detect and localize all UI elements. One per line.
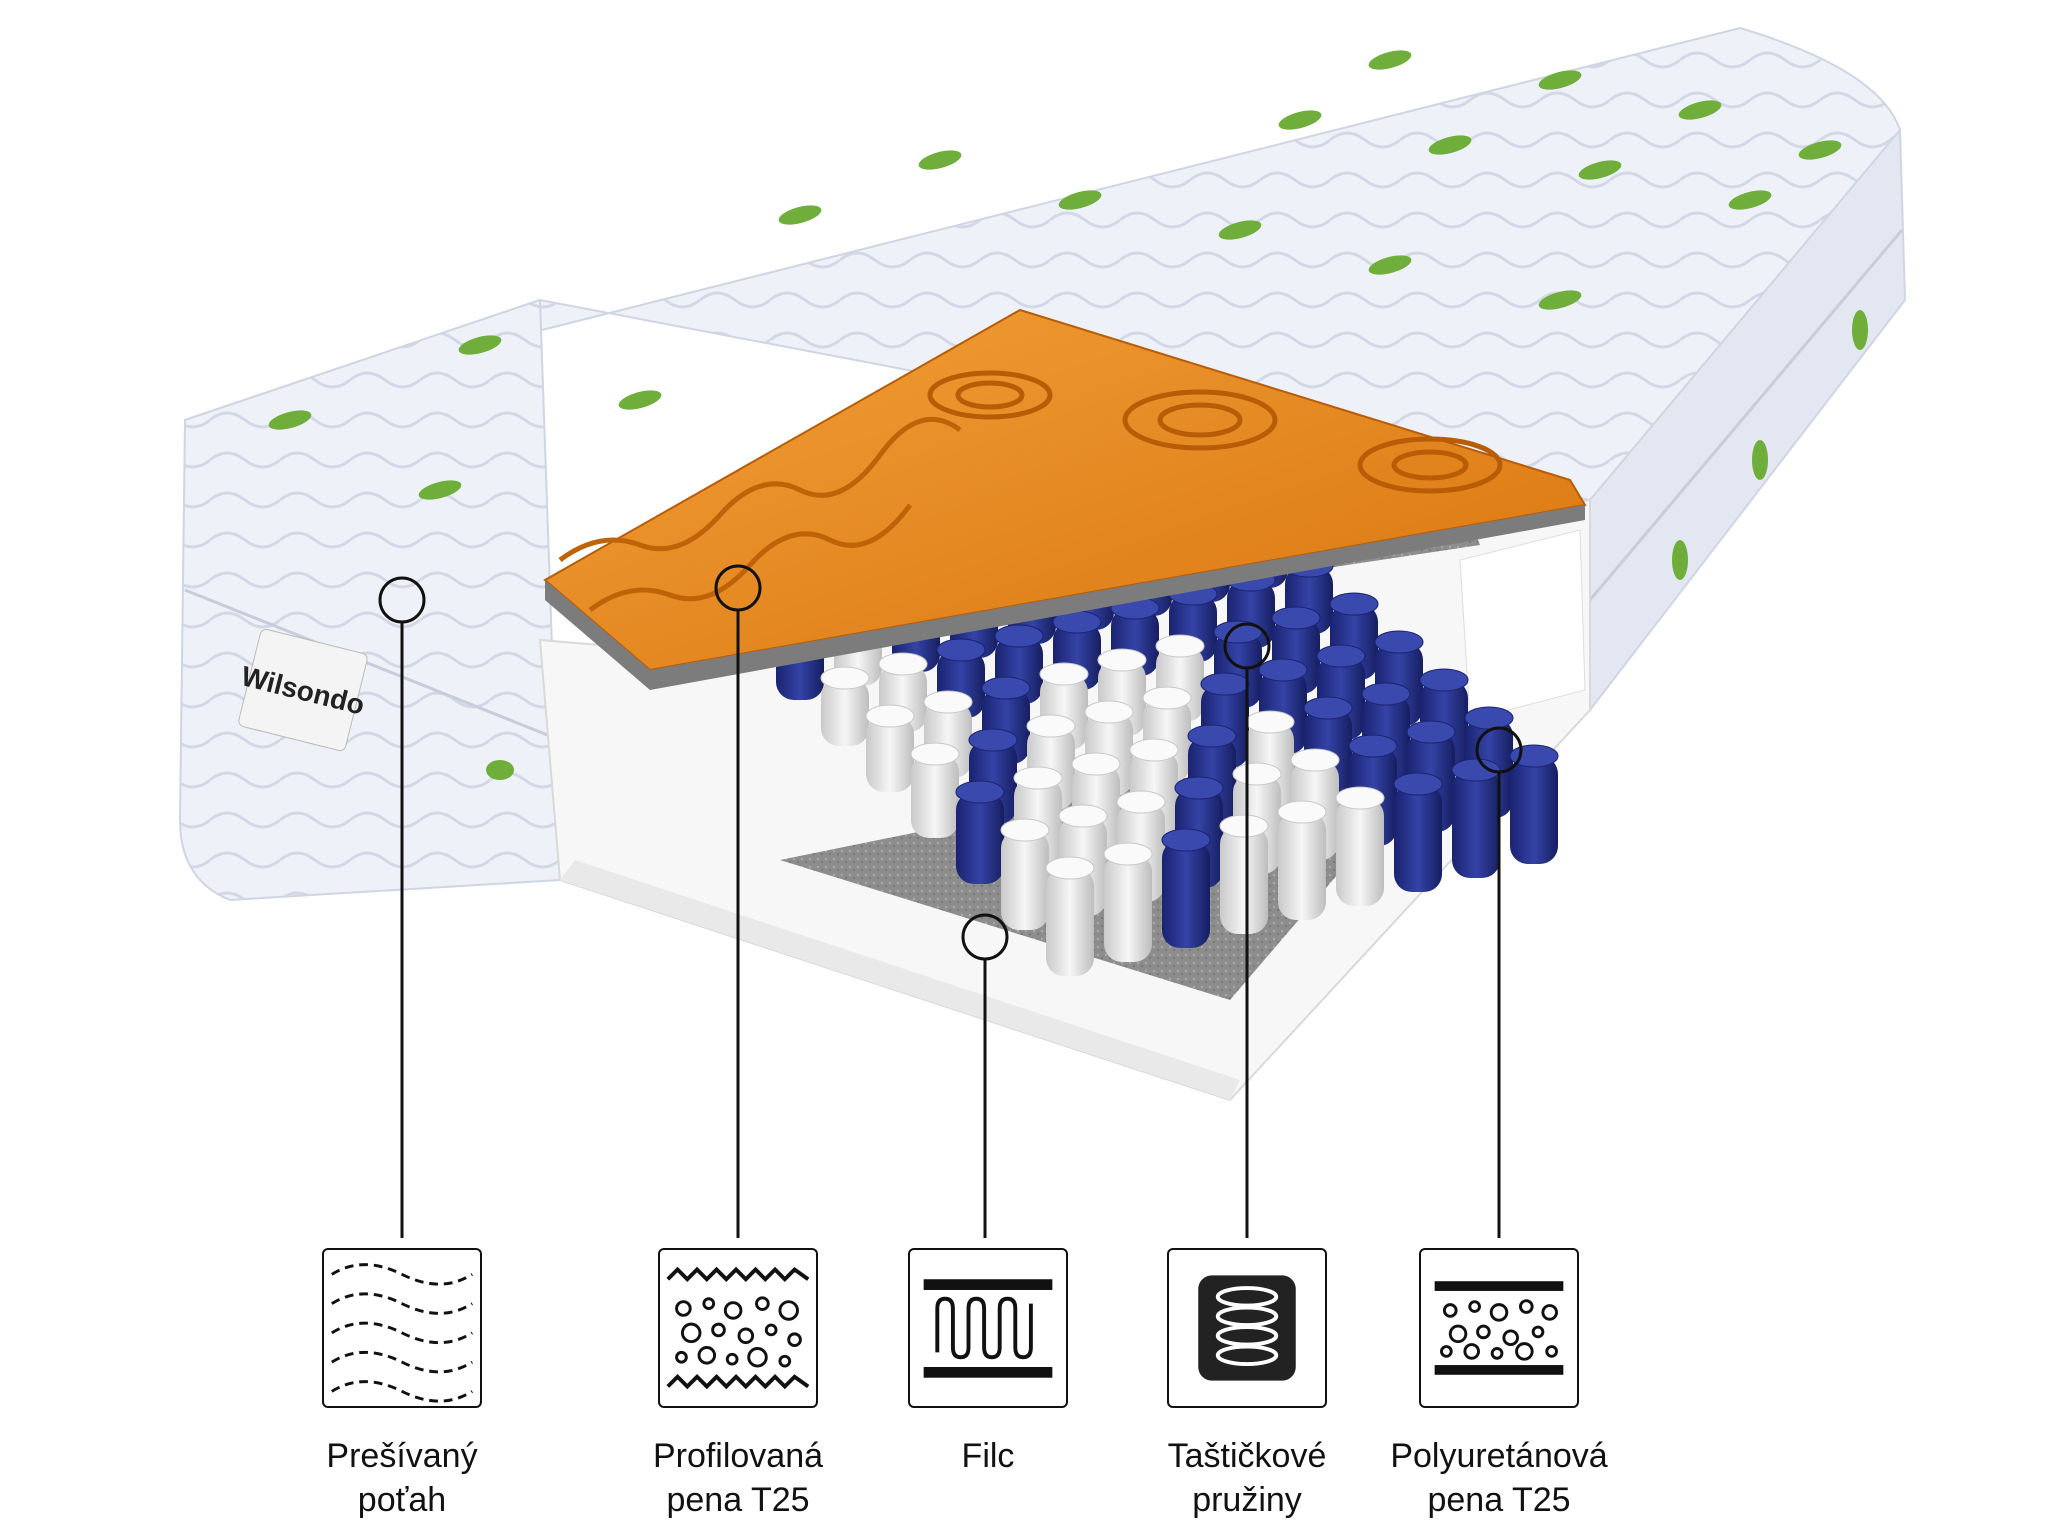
spring-pocket	[1510, 756, 1558, 864]
spring-pocket-top	[955, 780, 1005, 804]
spring-pocket-top	[1258, 658, 1308, 682]
spring-pocket-top	[878, 652, 928, 676]
spring-pocket	[1336, 798, 1384, 906]
spring-pocket-top	[1000, 818, 1050, 842]
label-cover: Prešívaný poťah	[262, 1434, 542, 1522]
spring-pocket	[1452, 770, 1500, 878]
label-pocket-springs-line1: Taštičkové	[1167, 1437, 1327, 1475]
spring-pocket-top	[1174, 776, 1224, 800]
label-profiled-foam-line2: pena T25	[666, 1481, 810, 1519]
label-felt: Filc	[848, 1434, 1128, 1478]
spring-pocket	[911, 754, 959, 838]
spring-pocket	[956, 792, 1004, 884]
spring-pocket-top	[1013, 766, 1063, 790]
spring-pocket-top	[1103, 842, 1153, 866]
spring-pocket-top	[1116, 790, 1166, 814]
spring-pocket-top	[1271, 606, 1321, 630]
spring-pocket	[1394, 784, 1442, 892]
label-cover-line2: poťah	[357, 1481, 447, 1519]
profiled-foam-layer	[543, 308, 1587, 690]
spring-pocket-top	[1187, 724, 1237, 748]
spring-pocket-top	[1464, 706, 1514, 730]
spring-pocket-top	[1393, 772, 1443, 796]
spring-pocket-top	[1335, 786, 1385, 810]
spring-pocket-top	[1039, 662, 1089, 686]
label-profiled-foam: Profilovaná pena T25	[598, 1434, 878, 1522]
spring-pocket-top	[1129, 738, 1179, 762]
spring-pocket-top	[1200, 672, 1250, 696]
spring-pocket-top	[1406, 720, 1456, 744]
profiled-foam-icon	[658, 1248, 818, 1408]
spring-pocket-top	[1084, 700, 1134, 724]
label-pu-foam-line1: Polyuretánová	[1390, 1437, 1608, 1475]
spring-pocket-top	[865, 704, 915, 728]
spring-pocket	[866, 716, 914, 792]
spring-pocket-top	[1155, 634, 1205, 658]
spring-pocket-top	[981, 676, 1031, 700]
spring-pocket-top	[1451, 758, 1501, 782]
label-profiled-foam-line1: Profilovaná	[652, 1437, 824, 1475]
spring-pocket-top	[1026, 714, 1076, 738]
spring-pocket-top	[1316, 644, 1366, 668]
spring-pocket-top	[1419, 668, 1469, 692]
label-pu-foam-line2: pena T25	[1427, 1481, 1571, 1519]
spring-pocket-top	[1161, 828, 1211, 852]
label-pocket-springs: Taštičkové pružiny	[1107, 1434, 1387, 1522]
spring-pocket-top	[1277, 800, 1327, 824]
spring-pocket-top	[994, 624, 1044, 648]
spring-pocket-top	[1045, 856, 1095, 880]
spring-pocket-top	[1329, 592, 1379, 616]
spring-pocket-top	[1058, 804, 1108, 828]
spring-pocket-top	[1348, 734, 1398, 758]
spring-pocket-top	[936, 638, 986, 662]
spring-pocket-top	[820, 666, 870, 690]
spring-pocket-top	[1245, 710, 1295, 734]
label-pocket-springs-line2: pružiny	[1192, 1481, 1302, 1519]
spring-pocket	[1220, 826, 1268, 934]
spring-pocket-top	[1232, 762, 1282, 786]
spring-pocket-top	[968, 728, 1018, 752]
spring-pocket	[1046, 868, 1094, 976]
callout-lines	[378, 564, 1523, 1238]
spring-pocket-top	[1142, 686, 1192, 710]
spring-pocket-top	[1219, 814, 1269, 838]
label-pu-foam: Polyuretánová pena T25	[1359, 1434, 1639, 1522]
brand-tag: Wilsondo	[238, 628, 368, 752]
spring-pocket	[1001, 830, 1049, 930]
leaf-pattern	[268, 50, 1868, 780]
pocket-spring-icon	[1167, 1248, 1327, 1408]
spring-pocket-top	[1071, 752, 1121, 776]
spring-pocket-top	[1374, 630, 1424, 654]
felt-icon	[908, 1248, 1068, 1408]
label-felt-line1: Filc	[961, 1437, 1015, 1475]
mattress-cover	[178, 26, 1907, 902]
spring-pocket-top	[923, 690, 973, 714]
spring-pocket-top	[1303, 696, 1353, 720]
spring-pocket-top	[1097, 648, 1147, 672]
spring-pocket-top	[910, 742, 960, 766]
spring-pocket	[1162, 840, 1210, 948]
quilted-cover-icon	[322, 1248, 482, 1408]
spring-pocket-top	[1361, 682, 1411, 706]
spring-pocket	[1278, 812, 1326, 920]
polyurethane-foam-icon	[1419, 1248, 1579, 1408]
spring-pocket-top	[1290, 748, 1340, 772]
label-cover-line1: Prešívaný	[326, 1437, 478, 1475]
spring-pocket	[1104, 854, 1152, 962]
spring-pocket	[821, 678, 869, 746]
